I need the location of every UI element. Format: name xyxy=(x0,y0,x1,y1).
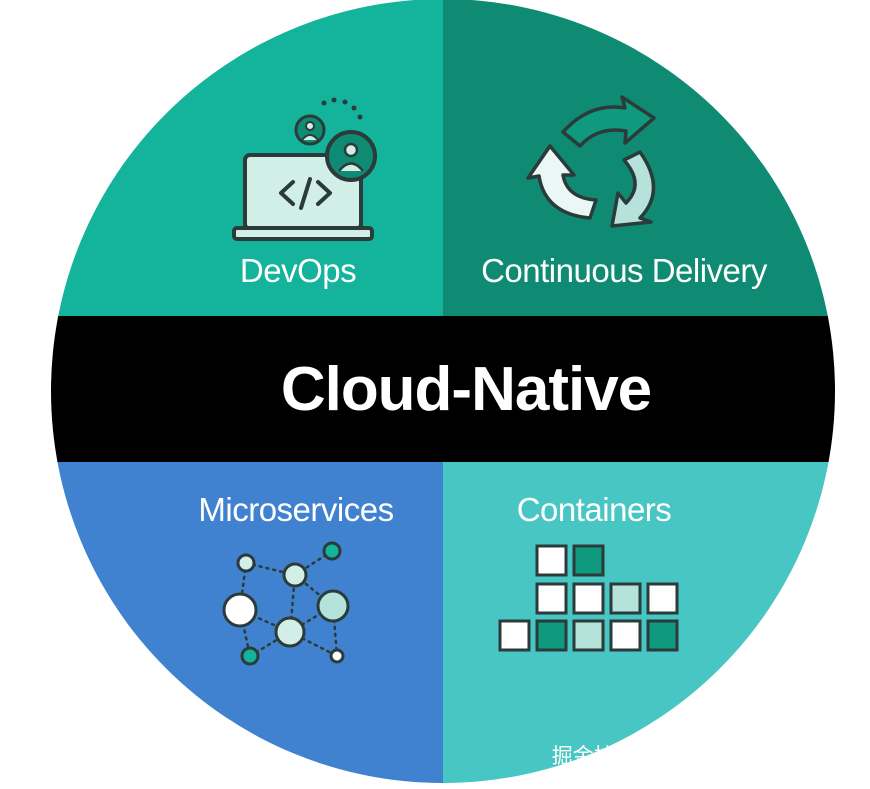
microservices-label: Microservices xyxy=(198,491,393,528)
cycle-arrows-icon xyxy=(526,95,656,228)
laptop-code-users-icon xyxy=(232,97,377,241)
center-band xyxy=(51,316,835,462)
center-title: Cloud-Native xyxy=(281,355,651,424)
watermark-text: 掘金技术社区 @ 笑话_random xyxy=(552,744,846,769)
containers-label: Containers xyxy=(517,491,672,528)
container-blocks-icon xyxy=(498,544,679,652)
continuous-delivery-label: Continuous Delivery xyxy=(481,252,768,289)
network-nodes-icon xyxy=(222,541,350,666)
devops-label: DevOps xyxy=(240,252,356,289)
